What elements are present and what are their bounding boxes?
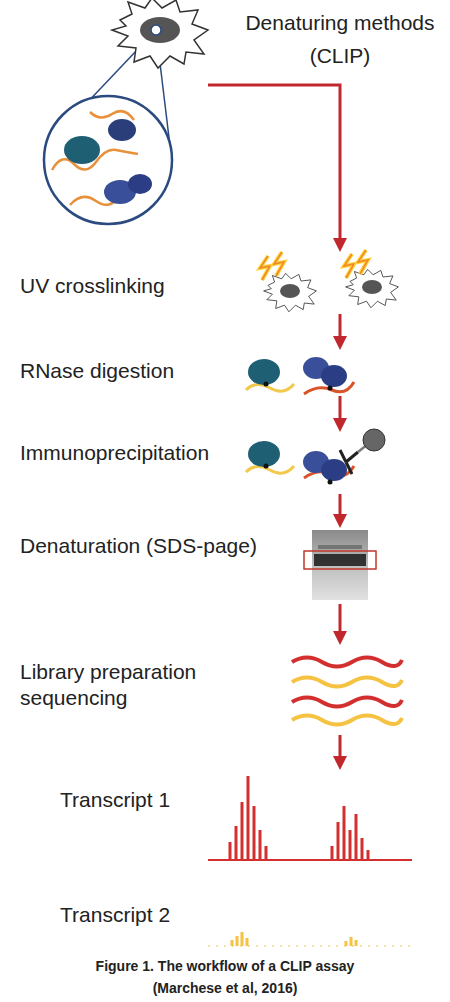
rnase-proteins-part bbox=[248, 359, 280, 385]
arrow-head bbox=[333, 514, 347, 528]
connector-line bbox=[339, 735, 342, 757]
zoom-circle-part bbox=[44, 96, 172, 224]
sds-gel-part bbox=[304, 551, 376, 569]
antibody-bead bbox=[340, 429, 385, 474]
step-node: UV crosslinking bbox=[10, 252, 430, 314]
antibody-bead-part bbox=[340, 450, 346, 462]
transcript-peaks-small-part bbox=[208, 946, 412, 947]
uv-cells-part bbox=[346, 269, 399, 308]
step-label: Immunoprecipitation bbox=[20, 440, 320, 466]
step-label: Library preparation sequencing bbox=[20, 659, 220, 711]
ip-proteins-part bbox=[264, 464, 269, 469]
arrow-head bbox=[333, 756, 347, 770]
transcript-peaks-small-part bbox=[232, 932, 356, 946]
connector-line bbox=[339, 396, 342, 419]
rnase-proteins-part bbox=[328, 386, 333, 391]
uv-cells-part bbox=[344, 254, 354, 278]
diagram-title: Denaturing methods (CLIP) bbox=[240, 6, 440, 72]
sequencing-reads-part bbox=[292, 716, 402, 725]
step-label: Transcript 2 bbox=[60, 902, 260, 928]
flow-connector bbox=[333, 735, 347, 770]
flow-connector bbox=[333, 314, 347, 350]
uv-cells-part bbox=[274, 252, 284, 276]
connector-line bbox=[339, 604, 342, 632]
flow-arrow-part bbox=[208, 85, 340, 240]
zoom-circle-part bbox=[90, 111, 134, 120]
step-node: Transcript 1 bbox=[10, 770, 430, 865]
cell-drawing-part bbox=[140, 17, 180, 43]
arrow-head bbox=[333, 631, 347, 645]
uv-cells-part bbox=[264, 273, 317, 312]
uv-cells-part bbox=[274, 252, 284, 276]
uv-cells-part bbox=[358, 250, 368, 274]
ip-proteins bbox=[246, 441, 354, 485]
ip-proteins-part bbox=[248, 441, 280, 467]
rnase-proteins-part bbox=[264, 382, 269, 387]
antibody-bead-part bbox=[346, 452, 358, 462]
antibody-bead-part bbox=[363, 429, 385, 451]
flow-connector bbox=[333, 604, 347, 645]
zoom-circle-part bbox=[64, 136, 100, 164]
step-node: Transcript 2 bbox=[10, 885, 430, 955]
sequencing-reads-part bbox=[292, 678, 402, 687]
step-label: RNase digestion bbox=[20, 358, 320, 384]
sequencing-reads bbox=[292, 658, 402, 725]
zoom-circle bbox=[44, 96, 172, 224]
uv-cells-part bbox=[260, 256, 270, 280]
ip-proteins-part bbox=[246, 466, 294, 473]
uv-cells-part bbox=[362, 280, 382, 294]
uv-cells-part bbox=[260, 256, 270, 280]
rnase-proteins-part bbox=[321, 365, 347, 387]
ip-proteins-part bbox=[328, 480, 333, 485]
connector-line bbox=[339, 314, 342, 337]
antibody-bead-part bbox=[346, 462, 352, 474]
sds-gel-part bbox=[314, 554, 366, 566]
cell-drawing-part bbox=[151, 25, 161, 35]
flow-arrow-part bbox=[333, 238, 347, 252]
ip-proteins-part bbox=[321, 459, 347, 481]
transcript-peaks-small bbox=[208, 932, 412, 946]
arrow-head bbox=[333, 336, 347, 350]
rnase-proteins-part bbox=[246, 384, 294, 391]
figure-caption: Figure 1. The workflow of a CLIP assay (… bbox=[60, 955, 390, 999]
transcript-peaks-part bbox=[208, 859, 412, 861]
arrow-head bbox=[333, 418, 347, 432]
sds-gel-part bbox=[312, 530, 368, 600]
transcript-peaks bbox=[208, 776, 412, 860]
flow-connector bbox=[333, 494, 347, 528]
connector-line bbox=[339, 494, 342, 515]
sequencing-reads-part bbox=[292, 658, 402, 667]
step-label: UV crosslinking bbox=[20, 273, 320, 299]
step-label: Transcript 1 bbox=[60, 787, 260, 813]
flow-arrow bbox=[208, 85, 347, 252]
transcript-peaks-part bbox=[230, 776, 368, 860]
rnase-proteins bbox=[246, 357, 354, 394]
sequencing-reads-part bbox=[292, 698, 402, 707]
sds-gel-part bbox=[318, 545, 362, 549]
zoom-circle-part bbox=[108, 119, 136, 141]
step-node: Denaturation (SDS-page) bbox=[10, 528, 430, 604]
step-label: Denaturation (SDS-page) bbox=[20, 533, 320, 559]
uv-cells-part bbox=[280, 284, 300, 298]
cell-drawing-part bbox=[112, 0, 208, 68]
step-node: RNase digestion bbox=[10, 350, 430, 396]
sds-gel bbox=[304, 530, 376, 600]
step-node: Immunoprecipitation bbox=[10, 432, 430, 494]
uv-cells-part bbox=[344, 254, 354, 278]
zoom-circle-part bbox=[128, 174, 152, 194]
step-node: Library preparation sequencing bbox=[10, 645, 430, 735]
uv-cells-part bbox=[358, 250, 368, 274]
flow-connector bbox=[333, 396, 347, 432]
uv-cells bbox=[260, 250, 398, 312]
